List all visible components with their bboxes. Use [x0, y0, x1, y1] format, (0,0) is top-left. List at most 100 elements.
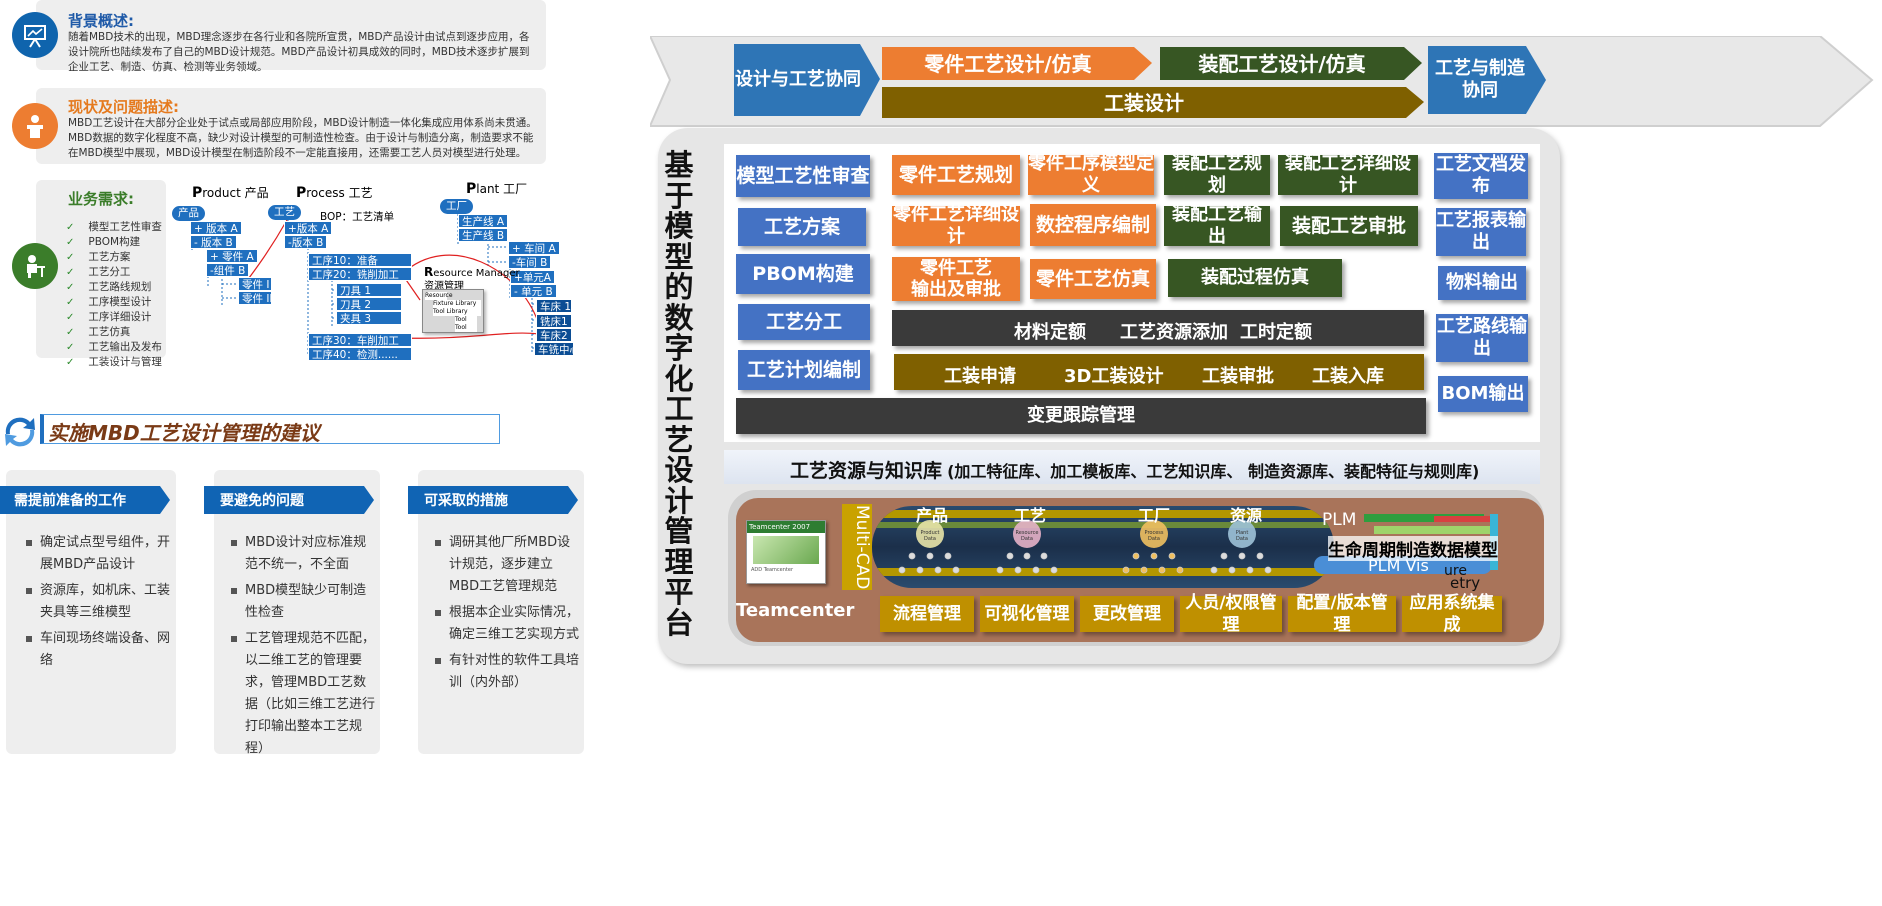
rm-window-item: Tool: [455, 324, 477, 332]
asm-planning-box: 装配工艺规划: [1164, 153, 1270, 196]
rm-window-item: Resource: [425, 292, 453, 300]
needs-item: 工艺分工: [66, 265, 162, 280]
needs-item: 工艺路线规划: [66, 280, 162, 295]
change-tracking-bar: 变更跟踪管理: [736, 398, 1426, 434]
category-resource: 资源: [1230, 506, 1263, 525]
process-heading-rest: rocess 工艺: [306, 186, 373, 200]
prep-item: 资源库，如机床、工装夹具等三维模型: [22, 580, 174, 624]
needs-item: 工序模型设计: [66, 295, 162, 310]
process-node: 刀具 1: [336, 283, 402, 297]
suggestion-title: 实施MBD工艺设计管理的建议: [48, 421, 320, 445]
process-node: 工艺: [268, 205, 301, 220]
process-heading-initial: P: [296, 185, 307, 201]
process-node: 夹具 3: [336, 311, 402, 325]
asm-detail-box: 装配工艺详细设计: [1278, 153, 1418, 196]
tooling-apply: 工装申请: [944, 366, 1016, 387]
resource-manager-sub: 资源管理: [424, 281, 464, 292]
prep-item: 车间现场终端设备、网络: [22, 628, 174, 672]
process-node: -版本 B: [284, 235, 328, 249]
visual-mgmt: 可视化管理: [980, 596, 1074, 632]
tc-box-foot: ADD Teamcenter: [751, 567, 794, 573]
banner-tooling: 工装设计: [1104, 90, 1184, 115]
product-node: -组件 B: [206, 263, 250, 277]
resource-manager-window: Resource Fixture Library Tool Library To…: [422, 289, 484, 333]
product-heading: Product 产品: [192, 184, 269, 201]
platform-vertical-title: 基于模型的数字化工艺设计管理平台: [664, 148, 694, 640]
needs-item: 工艺方案: [66, 250, 162, 265]
problem-text: MBD工艺设计在大部分企业处于试点或局部应用阶段，MBD设计制造一体化集成应用体…: [68, 117, 537, 159]
column-header-arrows: [0, 486, 578, 514]
sphere-label: Process Data: [1144, 530, 1164, 542]
multicad-band: [842, 504, 872, 590]
part-detail-box: 零件工艺详细设计: [892, 204, 1020, 247]
measures-item: 有针对性的软件工具培训（内外部）: [431, 650, 583, 694]
division-box: 工艺分工: [738, 304, 870, 340]
avoid-item: MBD设计对应标准规范不统一，不全面: [227, 532, 379, 576]
teamcenter-product-box: Teamcenter 2007 ADD Teamcenter: [746, 520, 826, 584]
label-fragment-1: ure: [1444, 563, 1467, 579]
process-node: 工序40：检测......: [308, 347, 412, 361]
product-node: + 零件 A: [206, 249, 258, 263]
plant-heading-rest: lant 工厂: [476, 182, 528, 196]
doc-release-box: 工艺文档发布: [1434, 153, 1528, 199]
user-rights-mgmt: 人员/权限管理: [1180, 593, 1282, 635]
rm-window-item: Tool: [455, 316, 477, 324]
material-output-box: 物料输出: [1438, 266, 1526, 300]
asm-approve-box: 装配工艺审批: [1280, 206, 1418, 246]
process-node: 刀具 2: [336, 297, 402, 311]
needs-item: 工装设计与管理: [66, 355, 162, 370]
process-node: 工序30：车削加工: [308, 333, 412, 347]
suggestion-title-box: [40, 414, 500, 444]
prep-column: [6, 470, 176, 754]
measures-column: [418, 470, 584, 754]
part-model-def-box: 零件工序模型定义: [1028, 153, 1154, 196]
product-node: 零件 II: [238, 291, 273, 305]
bop-label: BOP：工艺清单: [320, 211, 395, 223]
avoid-item: 工艺管理规范不匹配，以二维工艺的管理要求，管理MBD工艺数据（比如三维工艺进行打…: [227, 628, 379, 760]
pipe-red: [1434, 516, 1492, 522]
resource-bar: [892, 310, 1424, 346]
needs-item: 模型工艺性审查: [66, 220, 162, 235]
problem-title: 现状及问题描述:: [68, 98, 179, 116]
prep-header: 需提前准备的工作: [14, 493, 126, 509]
rm-rest: esource Manager: [433, 268, 520, 279]
part-planning-box: 零件工艺规划: [892, 155, 1020, 195]
asm-output-box: 装配工艺输出: [1164, 204, 1270, 247]
cylinder-band: [872, 510, 1334, 518]
plant-node: + 车间 A: [508, 241, 560, 255]
presentation-icon: [12, 12, 58, 58]
rm-window-item: Fixture Library: [433, 300, 481, 308]
teamcenter-label: Teamcenter: [736, 600, 855, 621]
material-quota: 材料定额: [1014, 322, 1086, 343]
plm-label: PLM: [1322, 510, 1357, 530]
part-sim-box: 零件工艺仿真: [1030, 259, 1156, 299]
knowledge-base-detail: (加工特征库、加工模板库、工艺知识库、 制造资源库、装配特征与规则库): [947, 462, 1480, 481]
pipe-lightgreen: [1374, 526, 1492, 534]
lifecycle-model-label: 生命周期制造数据模型: [1328, 536, 1498, 561]
avoid-list: MBD设计对应标准规范不统一，不全面 MBD模型缺少可制造性检查 工艺管理规范不…: [227, 532, 379, 760]
prep-list: 确定试点型号组件，开展MBD产品设计 资源库，如机床、工装夹具等三维模型 车间现…: [22, 532, 174, 672]
banner-asm-sim: 装配工艺设计/仿真: [1198, 51, 1366, 76]
banner-part-sim: 零件工艺设计/仿真: [924, 51, 1092, 76]
category-process: 工艺: [1014, 506, 1047, 525]
process-node: 工序10：准备: [308, 253, 412, 267]
route-output-box: 工艺路线输出: [1436, 314, 1528, 362]
workflow-mgmt: 流程管理: [880, 596, 974, 632]
report-output-box: 工艺报表输出: [1436, 208, 1526, 256]
knowledge-base-bar: [724, 450, 1540, 484]
avoid-header: 要避免的问题: [220, 493, 304, 509]
process-node: +版本 A: [284, 221, 333, 235]
asm-sim-box: 装配过程仿真: [1168, 259, 1342, 297]
category-product: 产品: [916, 506, 949, 525]
plant-node: -车间 B: [508, 255, 552, 269]
cylinder-band: [872, 522, 1334, 528]
problem-card: [36, 88, 546, 164]
tc-box-graphic: [753, 536, 819, 564]
plant-node: 铣床1: [536, 314, 572, 328]
rm-initial: R: [424, 265, 434, 279]
product-node: - 版本 B: [190, 235, 237, 249]
rm-window-item: Tool Library: [433, 308, 481, 316]
bom-output-box: BOM输出: [1438, 376, 1528, 412]
measures-header: 可采取的措施: [424, 493, 508, 509]
plant-heading-initial: P: [466, 181, 477, 197]
